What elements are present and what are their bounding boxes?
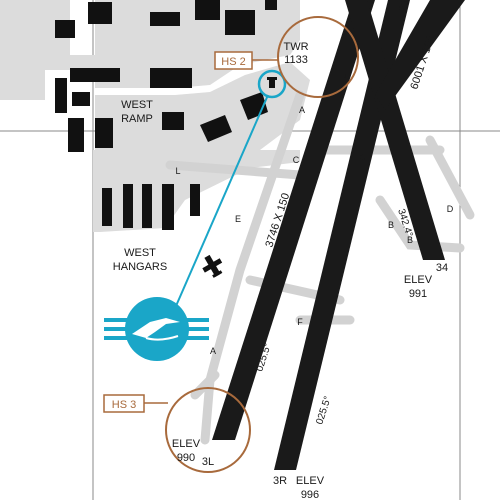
runway-3r-21l — [274, 0, 410, 470]
building — [88, 2, 112, 24]
building — [150, 12, 180, 26]
runway-end-34: 34 — [436, 262, 448, 274]
runway-34-north-surface — [375, 0, 465, 110]
hangar — [142, 184, 152, 228]
runway-end-3l: 3L — [202, 456, 214, 468]
runway-3l-21r — [212, 0, 375, 440]
taxiway-label-b-top: B — [341, 70, 347, 80]
building — [195, 0, 220, 20]
hangar — [190, 184, 200, 216]
tower-highlight-circle — [257, 69, 287, 99]
runway-right-heading: 025.5° — [314, 395, 333, 426]
taxiway-a — [200, 90, 305, 445]
taxiway-label-a-bottom: A — [210, 346, 216, 356]
airport-logo-icon — [104, 297, 209, 361]
building — [55, 78, 67, 113]
hangar — [162, 184, 174, 230]
hotspot-hs2-label: HS 2 — [221, 56, 245, 68]
building — [265, 0, 277, 10]
building — [70, 68, 120, 82]
taxiway-label-a-top: A — [299, 105, 305, 115]
taxiway-label-c-left: C — [293, 155, 300, 165]
runway-34-surface — [345, 0, 445, 260]
west-ramp-area — [95, 62, 310, 150]
taxiway-d — [425, 135, 475, 220]
elev-34-label: ELEV — [404, 274, 433, 286]
taxiway-label-l: L — [175, 166, 180, 176]
west-hangars-label-line2: HANGARS — [113, 261, 167, 273]
north-ramp-area — [0, 0, 100, 100]
control-tower-icon — [267, 77, 277, 88]
elev-3r-value: 996 — [301, 489, 319, 500]
taxiway-label-b-low: B — [407, 235, 413, 245]
runway-3r-surface — [274, 0, 410, 470]
west-ramp-label-line1: WEST — [121, 99, 153, 111]
taxiway-label-f: F — [297, 317, 303, 327]
building — [72, 92, 90, 106]
hangar — [102, 188, 112, 226]
west-ramp-label-line2: RAMP — [121, 113, 153, 125]
runway-end-3r: 3R — [273, 475, 287, 487]
building — [162, 112, 184, 130]
taxiway-label-b-mid: B — [388, 220, 394, 230]
hangar — [123, 184, 133, 228]
runway-16-34 — [345, 0, 465, 260]
tower-frequency: 1133 — [284, 54, 308, 66]
hotspot-hs2-circle — [277, 16, 359, 98]
tower-label: TWR — [283, 41, 308, 53]
taxiway-label-e: E — [235, 214, 241, 224]
building — [68, 118, 84, 152]
west-hangars-label-line1: WEST — [124, 247, 156, 259]
elev-3r-label: ELEV — [296, 475, 325, 487]
building — [95, 118, 113, 148]
buildings — [55, 0, 277, 230]
aircraft-icon — [202, 254, 223, 278]
taxiway-label-d: D — [447, 204, 454, 214]
hotspot-hs3-label: HS 3 — [112, 399, 136, 411]
elev-3l-value: 990 — [177, 452, 195, 464]
building — [150, 68, 192, 88]
tower-link-line — [175, 94, 269, 307]
taxiway-label-c-right: C — [360, 152, 367, 162]
runway-top-heading: 20 — [397, 0, 411, 13]
elev-34-value: 991 — [409, 288, 427, 300]
building — [55, 20, 75, 38]
taxiway-a-south — [190, 370, 220, 400]
runway-3l-surface — [212, 0, 375, 440]
building — [225, 10, 255, 35]
taxiway-b — [375, 195, 465, 253]
hotspot-hs3-circle — [165, 387, 251, 473]
building — [200, 115, 232, 142]
elev-3l-label: ELEV — [172, 438, 201, 450]
